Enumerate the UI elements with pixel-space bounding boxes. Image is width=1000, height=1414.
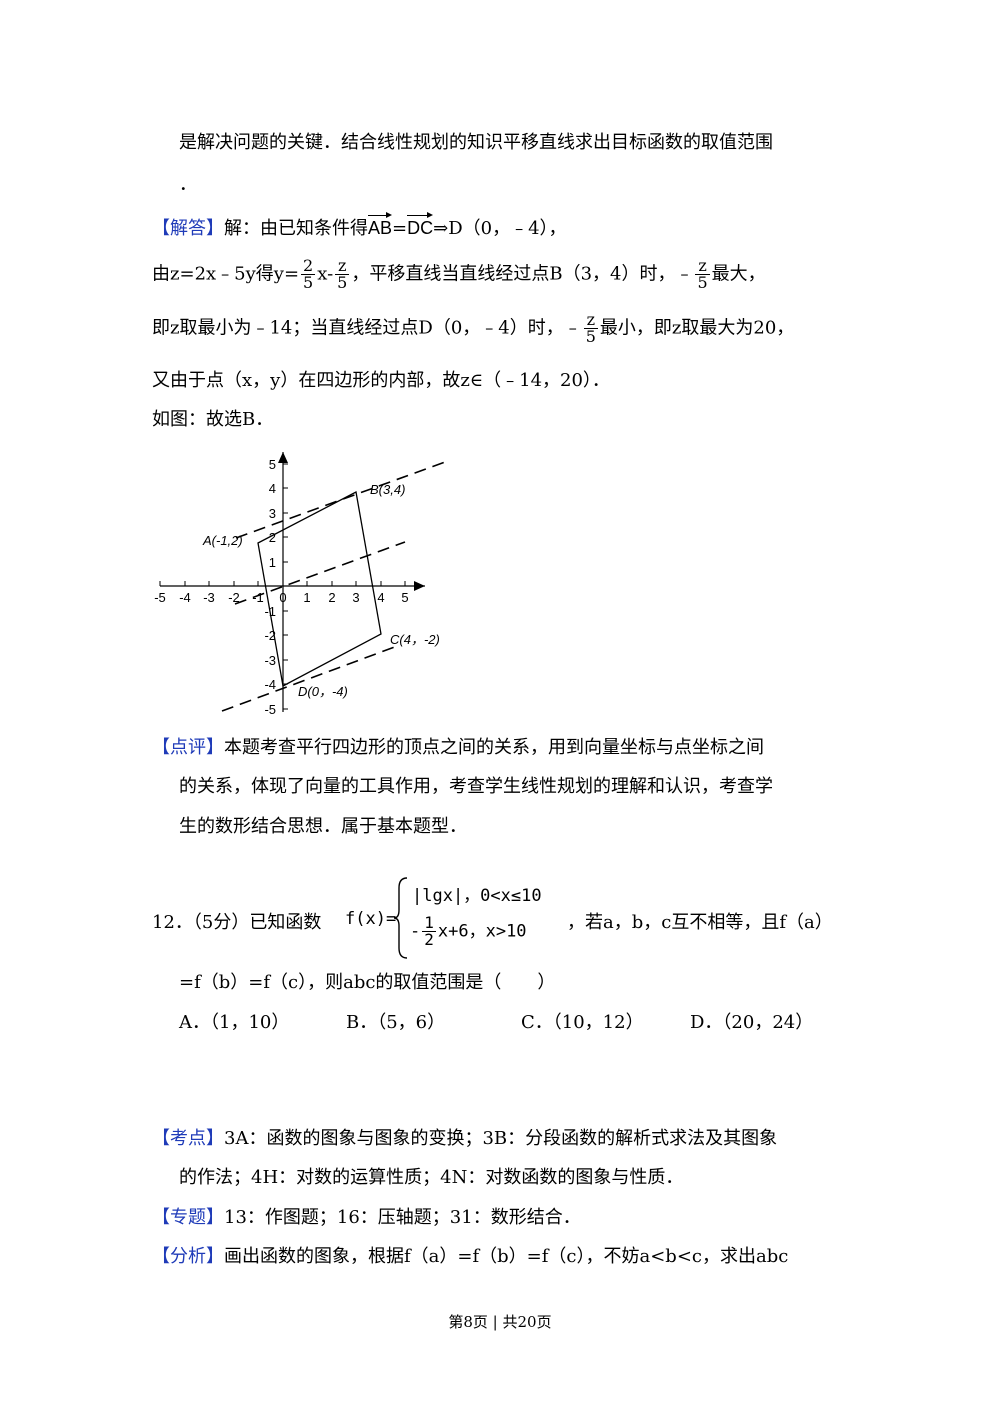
analysis-tail-line-1: 是解决问题的关键．结合线性规划的知识平移直线求出目标函数的取值范围 [179,132,773,153]
y-tick-label: 2 [269,530,276,545]
y-tick-label: 3 [269,506,276,521]
parallelogram-abcd [257,491,382,687]
point-label-b: B(3,4) [370,482,405,497]
y-tick-label: 1 [269,555,276,570]
case-2-expression: x+6，x>10 [437,921,527,942]
solution-text: ⇒D（0，﹣4）， [433,218,567,239]
solution-text: 最大， [711,263,766,285]
x-tick-label: 0 [279,590,286,605]
point-label-d: D(0，-4) [298,684,348,699]
fenxi-tag: 【分析】 [152,1246,224,1267]
fraction-numerator: 1 [422,913,436,932]
solution-tag: 【解答】 [152,218,224,239]
kaodian-line-2: 的作法；4H：对数的运算性质；4N：对数函数的图象与性质． [179,1167,684,1188]
solution-text: x- [317,263,334,285]
level-line-through-origin [234,541,406,605]
piecewise-brace [393,877,408,959]
solution-line-1: 【解答】解：由已知条件得AB=DC⇒D（0，﹣4）， [152,212,567,240]
solution-text: 由z=2x﹣5y得y= [152,263,300,285]
y-tick-label: 4 [269,481,276,496]
fraction-denominator: 5 [585,327,596,346]
vector-ab: AB [368,212,393,238]
page-footer: 第8页 | 共20页 [448,1313,552,1331]
fraction-numerator: z [583,312,598,329]
analysis-tail-line-2: ． [179,174,197,195]
piecewise-case-1: |lgx|，0<x≤10 [412,886,542,906]
fraction-denominator: 2 [424,930,434,949]
x-tick-label: 2 [328,590,335,605]
x-tick-label: -2 [228,590,240,605]
y-axis-arrow [278,452,288,463]
x-tick-label: -4 [179,590,191,605]
point-label-c: C(4，-2) [390,632,440,647]
fraction-denominator: 5 [303,273,314,292]
solution-text: ，平移直线当直线经过点B（3，4）时，﹣ [351,263,694,285]
solution-text: 即z取最小为﹣14；当直线经过点D（0，﹣4）时，﹣ [152,317,582,339]
vector-dc: DC [407,212,434,238]
problem-12-stem-b: ，若a，b，c互不相等，且f（a） [567,912,833,933]
y-tick-label: -5 [264,702,276,717]
option-a: A．（1，10） [179,1012,290,1033]
option-d: D．（20，24） [690,1012,814,1033]
kaodian-text: 3A：函数的图象与图象的变换；3B：分段函数的解析式求法及其图象 [224,1128,778,1149]
fraction-denominator: 5 [697,273,708,292]
problem-12-stem-c: =f（b）=f（c），则abc的取值范围是（ ） [179,972,556,993]
kaodian-tag: 【考点】 [152,1128,224,1149]
solution-line-4: 又由于点（x，y）在四边形的内部，故z∈（﹣14，20）． [152,370,610,391]
coordinate-figure: -5 -4 -3 -2 -1 0 1 2 3 4 5 5 4 3 2 1 -1 … [154,452,446,717]
kaodian-line-1: 【考点】3A：函数的图象与图象的变换；3B：分段函数的解析式求法及其图象 [152,1124,777,1150]
x-tick-label: 3 [352,590,359,605]
fraction-denominator: 5 [337,273,348,292]
x-tick-label: -1 [252,590,264,605]
y-tick-label: 5 [269,457,276,472]
option-b: B．（5，6） [346,1012,446,1033]
fenxi-text: 画出函数的图象，根据f（a）=f（b）=f（c），不妨a<b<c，求出abc [224,1246,789,1267]
problem-12-stem-a: 12．（5分）已知函数 [152,912,322,933]
solution-text: 解：由已知条件得 [224,218,368,239]
zhuanti-text: 13：作图题；16：压轴题；31：数形结合． [224,1207,581,1228]
y-tick-label: -4 [264,677,276,692]
solution-text: 最小，即z取最大为20， [599,317,795,339]
equals-sign: = [392,218,408,239]
option-c: C．（10，12） [521,1012,644,1033]
comment-tag: 【点评】 [152,737,224,758]
fraction-numerator: 2 [301,256,316,275]
comment-line-3: 生的数形结合思想．属于基本题型． [179,816,467,837]
y-tick-label: -2 [264,628,276,643]
fenxi-line: 【分析】画出函数的图象，根据f（a）=f（b）=f（c），不妨a<b<c，求出a… [152,1242,788,1268]
zhuanti-line: 【专题】13：作图题；16：压轴题；31：数形结合． [152,1203,581,1229]
function-name: f(x)= [345,909,397,929]
level-line-through-d [221,644,401,712]
level-lines [221,461,446,712]
x-tick-label: -3 [203,590,215,605]
x-tick-label: 5 [401,590,408,605]
comment-text: 本题考查平行四边形的顶点之间的关系，用到向量坐标与点坐标之间 [224,737,764,758]
axis-ticks [159,463,406,710]
solution-line-5: 如图：故选B． [152,409,274,430]
zhuanti-tag: 【专题】 [152,1207,224,1228]
x-tick-label: 1 [303,590,310,605]
x-axis-arrow [414,581,425,591]
fraction-numerator: z [335,258,350,275]
fraction-numerator: z [695,258,710,275]
comment-line-2: 的关系，体现了向量的工具作用，考查学生线性规划的理解和认识，考查学 [179,776,773,797]
y-tick-label: -3 [264,653,276,668]
x-tick-label: 4 [377,590,384,605]
point-label-a: A(-1,2) [202,533,243,548]
x-tick-label: -5 [154,590,166,605]
comment-line-1: 【点评】本题考查平行四边形的顶点之间的关系，用到向量坐标与点坐标之间 [152,733,764,759]
